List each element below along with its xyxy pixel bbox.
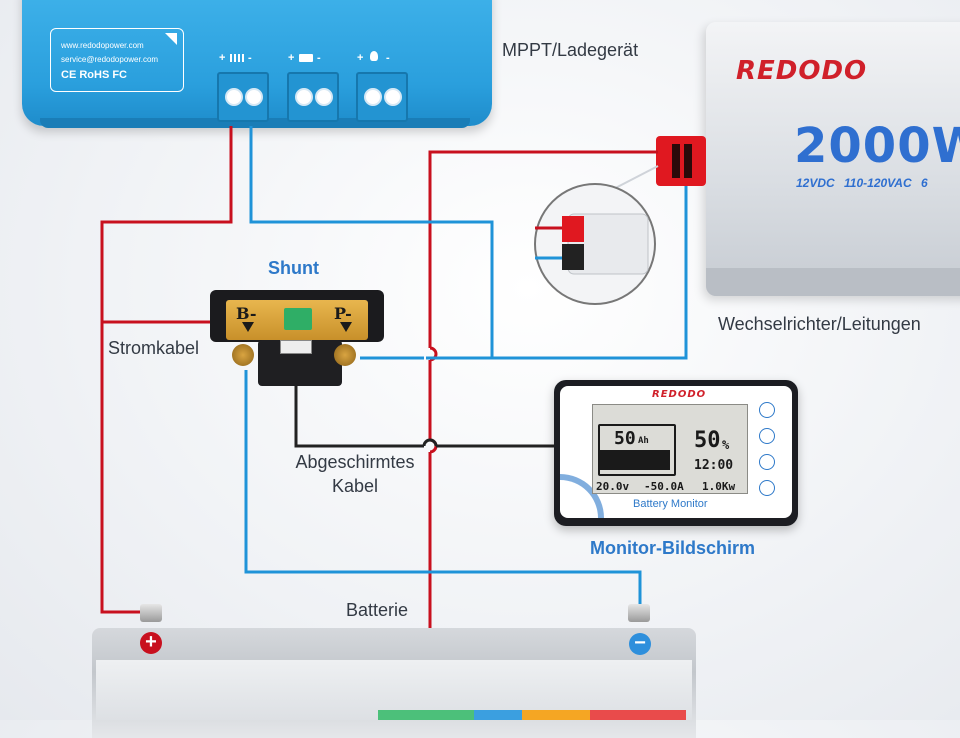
shunt-b-minus: B- <box>236 304 257 323</box>
shunt-p-bolt <box>334 344 356 366</box>
settings-button[interactable] <box>759 402 775 418</box>
mppt-controller-base <box>40 118 470 128</box>
inverter-caption: Wechselrichter/Leitungen <box>718 314 921 334</box>
monitor-brand-logo: REDODO <box>652 389 707 400</box>
positive-wire-inverter <box>428 150 658 348</box>
mppt-terminal-solar[interactable] <box>217 72 269 122</box>
arrow-down-icon <box>340 322 352 332</box>
shunt-sense-terminal[interactable] <box>284 308 312 330</box>
battery-icon <box>299 54 313 62</box>
wiring-diagram <box>100 126 688 700</box>
negative-wire-battery <box>244 370 642 612</box>
screw-icon <box>315 88 333 106</box>
lcd-power: 1.0Kw <box>702 480 736 493</box>
battery-caption: Batterie <box>346 600 409 620</box>
battery-stripe-green <box>378 710 474 720</box>
inverter <box>706 22 960 296</box>
screw-icon <box>245 88 263 106</box>
positive-wire-mppt-battery <box>100 126 233 614</box>
mppt-caption: MPPT/Ladegerät <box>502 40 639 60</box>
terminal-2-minus: - <box>317 52 321 64</box>
arrow-down-icon <box>242 322 254 332</box>
lcd-time: 12:00 <box>694 458 734 473</box>
terminal-1-minus: - <box>248 52 252 64</box>
battery-negative-post[interactable] <box>628 604 650 622</box>
terminal-2-plus: + <box>288 52 295 64</box>
terminal-3-minus: - <box>386 52 390 64</box>
negative-wire-mppt <box>249 126 494 360</box>
screw-icon <box>225 88 243 106</box>
lcd-percent: 50 <box>694 428 721 453</box>
power-cable-caption: Stromkabel <box>108 338 200 358</box>
refresh-button[interactable] <box>759 480 775 496</box>
monitor-lcd <box>592 404 748 494</box>
screw-icon <box>364 88 382 106</box>
lcd-capacity: 50 <box>614 428 636 449</box>
solar-panel-icon <box>230 54 244 62</box>
terminal-1-plus: + <box>219 52 226 64</box>
down-button[interactable] <box>759 454 775 470</box>
shielded-cable-caption-1: Abgeschirmtes <box>295 452 415 472</box>
up-button[interactable] <box>759 428 775 444</box>
label-corner-icon <box>165 33 177 45</box>
screw-icon <box>295 88 313 106</box>
shielded-cable <box>294 372 424 448</box>
lcd-percent-unit: % <box>722 438 730 452</box>
lcd-voltage: 20.0v <box>596 480 630 493</box>
lcd-battery-fill <box>600 450 670 470</box>
battery-positive-badge: + <box>140 632 162 654</box>
connector-slot <box>672 144 680 178</box>
lightbulb-icon <box>370 51 378 61</box>
battery-negative-badge: − <box>629 633 651 655</box>
mppt-email: service@redodopower.com <box>61 55 159 64</box>
wire-hop <box>422 438 438 447</box>
lcd-capacity-unit: Ah <box>638 436 649 446</box>
inverter-spec: 12VDC 110-120VAC 6 <box>796 176 928 190</box>
mppt-info-label: www.redodopower.com service@redodopower.… <box>50 28 184 92</box>
negative-wire-inverter <box>492 186 688 360</box>
mppt-terminal-load[interactable] <box>356 72 408 122</box>
connector-slot <box>684 144 692 178</box>
monitor-caption: Monitor-Bildschirm <box>590 538 755 558</box>
monitor-caption-text: Battery Monitor <box>633 498 708 510</box>
callout-red-terminal <box>562 216 584 242</box>
inverter-bottom <box>706 268 960 296</box>
shunt-caption: Shunt <box>268 258 319 278</box>
shunt-cable-port[interactable] <box>280 340 312 354</box>
mppt-certifications: CE RoHS FC <box>61 69 127 81</box>
battery-stripe-orange <box>522 710 590 720</box>
inverter-red-connector <box>656 136 706 186</box>
inverter-brand-logo: REDODO <box>736 56 868 86</box>
mppt-website: www.redodopower.com <box>61 41 144 50</box>
lcd-battery-icon <box>598 424 676 476</box>
terminal-3-plus: + <box>357 52 364 64</box>
shunt-b-bolt <box>232 344 254 366</box>
lcd-current: -50.0A <box>644 480 684 493</box>
wire-hop <box>429 346 438 362</box>
battery-positive-post[interactable] <box>140 604 162 622</box>
screw-icon <box>384 88 402 106</box>
battery-stripe-blue <box>474 710 522 720</box>
callout-black-terminal <box>562 244 584 270</box>
inverter-watts: 2000W <box>794 118 960 174</box>
shielded-cable-caption-2: Kabel <box>331 476 379 496</box>
mppt-terminal-battery[interactable] <box>287 72 339 122</box>
battery-stripe-red <box>590 710 686 720</box>
shunt-p-minus: P- <box>334 304 352 323</box>
